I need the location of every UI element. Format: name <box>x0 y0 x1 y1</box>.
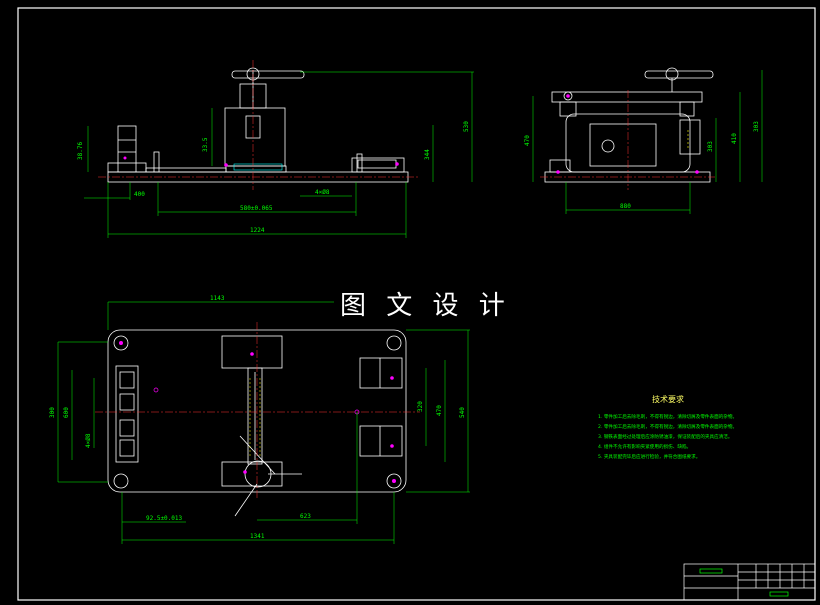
top-view <box>107 329 407 517</box>
side-dim-470: 470 <box>524 135 531 146</box>
tech-req-item-4: 4. 组件不允许有影响夹紧使用的损伤、缺陷。 <box>598 443 691 450</box>
side-dim-303: 303 <box>707 141 714 152</box>
front-view-dims: 38.76 33.5 344 530 580±0.065 1224 400 4×… <box>77 121 470 234</box>
watermark: 图 文 设 计 <box>340 291 511 321</box>
top-dim-300: 300 <box>49 407 56 418</box>
side-dim-410: 410 <box>731 133 738 144</box>
top-dim-1341: 1341 <box>250 533 265 540</box>
front-view-details <box>98 60 418 190</box>
side-view-details <box>540 90 715 190</box>
side-view-dims: 470 303 410 303 880 <box>524 121 760 210</box>
side-dim-height: 303 <box>753 121 760 132</box>
front-dim-height-left: 38.76 <box>77 142 84 160</box>
front-dim-580: 580±0.065 <box>240 205 273 212</box>
side-view <box>544 67 714 183</box>
top-dim-600: 600 <box>63 407 70 418</box>
front-dim-column: 33.5 <box>202 137 209 152</box>
front-dim-530: 530 <box>463 121 470 132</box>
side-dim-880: 880 <box>620 203 631 210</box>
front-view-dim-lines <box>84 71 474 238</box>
front-dim-holes: 4×Ø8 <box>315 189 330 196</box>
top-dim-623: 623 <box>300 513 311 520</box>
tech-req-item-5: 5. 夹具装配完毕后应进行检验，并符合图纸要求。 <box>598 453 700 460</box>
sheet-border <box>17 7 816 601</box>
tech-req-item-2: 2. 零件加工后去除毛刺，不得有锐边，清除切屑及零件表面的杂物。 <box>598 423 737 430</box>
top-view-details <box>95 322 420 500</box>
watermark-box <box>334 284 494 322</box>
tech-req-item-3: 3. 钢铁表面经过处理后应涂防锈油漆，保证装配后的夹具应清洁。 <box>598 433 732 440</box>
front-dim-400: 400 <box>134 191 145 198</box>
top-dim-92: 92.5±0.013 <box>146 515 183 522</box>
top-view-dim-lines <box>57 301 470 544</box>
side-view-dim-lines <box>532 70 763 214</box>
top-dim-320: 320 <box>417 401 424 412</box>
top-dim-1143: 1143 <box>210 295 225 302</box>
top-dim-470: 470 <box>436 405 443 416</box>
top-dim-540: 540 <box>459 407 466 418</box>
front-dim-344: 344 <box>424 149 431 160</box>
top-dim-holes: 4×Ø8 <box>85 433 92 448</box>
title-block <box>683 563 816 601</box>
front-dim-1224: 1224 <box>250 227 265 234</box>
tech-req-item-1: 1. 零件加工后去除毛刺，不得有锐边，清除切屑及零件表面的杂物。 <box>598 413 737 420</box>
technical-requirements: 技术要求 1. 零件加工后去除毛刺，不得有锐边，清除切屑及零件表面的杂物。 2.… <box>598 394 737 460</box>
front-view <box>107 67 409 183</box>
top-view-dims: 1143 300 600 320 470 540 1341 92.5±0.013… <box>49 295 466 540</box>
tech-req-title: 技术要求 <box>652 394 684 404</box>
